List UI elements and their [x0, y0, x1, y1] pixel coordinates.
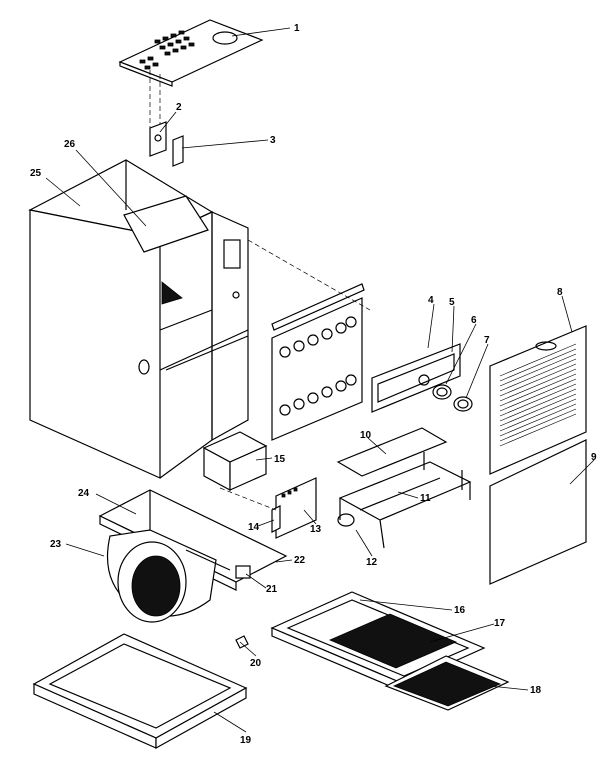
callout-14: 14	[248, 522, 260, 533]
callout-25: 25	[30, 168, 42, 179]
callout-8: 8	[557, 287, 563, 298]
part-bracket-3	[172, 135, 184, 167]
heat-exchanger-panel	[271, 283, 365, 441]
part-bracket-14	[271, 505, 281, 533]
callout-26: 26	[64, 139, 76, 150]
callout-2: 2	[176, 102, 182, 113]
callout-9: 9	[591, 452, 597, 463]
part-bracket-2	[149, 121, 167, 157]
part-blower-housing	[106, 529, 231, 623]
callout-13: 13	[310, 524, 322, 535]
part-baffle	[123, 195, 209, 253]
part-lower-door	[489, 439, 587, 585]
callout-1: 1	[294, 23, 300, 34]
callout-16: 16	[454, 605, 466, 616]
callout-24: 24	[78, 488, 90, 499]
callout-3: 3	[270, 135, 276, 146]
callout-6: 6	[471, 315, 477, 326]
callout-5: 5	[449, 297, 455, 308]
callout-labels: 1 2 3 4 5 6 7 8 9 10 11 12 13 14 15 16 1…	[30, 23, 597, 746]
part-burner-assembly	[337, 452, 472, 549]
part-burner-plate	[336, 427, 448, 477]
part-ring-6	[432, 384, 452, 400]
callout-20: 20	[250, 658, 262, 669]
callout-17: 17	[494, 618, 506, 629]
callout-22: 22	[294, 555, 306, 566]
callout-7: 7	[484, 335, 490, 346]
callout-21: 21	[266, 584, 278, 595]
part-filter-18	[384, 655, 510, 711]
callout-19: 19	[240, 735, 252, 746]
leader-lines	[45, 27, 595, 733]
callout-15: 15	[274, 454, 286, 465]
callout-18: 18	[530, 685, 542, 696]
callout-11: 11	[420, 493, 431, 504]
callout-10: 10	[360, 430, 372, 441]
part-bottom-panel	[32, 633, 248, 750]
callout-23: 23	[50, 539, 62, 550]
part-manifold-4	[371, 343, 461, 413]
part-duct-box	[202, 431, 268, 492]
part-clip-20	[235, 635, 249, 649]
part-motor-mount	[235, 565, 251, 579]
callout-4: 4	[428, 295, 434, 306]
part-cabinet	[28, 159, 249, 479]
callout-12: 12	[366, 557, 378, 568]
part-top-panel	[118, 19, 264, 87]
part-filter-17	[328, 613, 458, 669]
part-upper-door	[489, 325, 587, 475]
part-ring-7	[453, 396, 473, 412]
